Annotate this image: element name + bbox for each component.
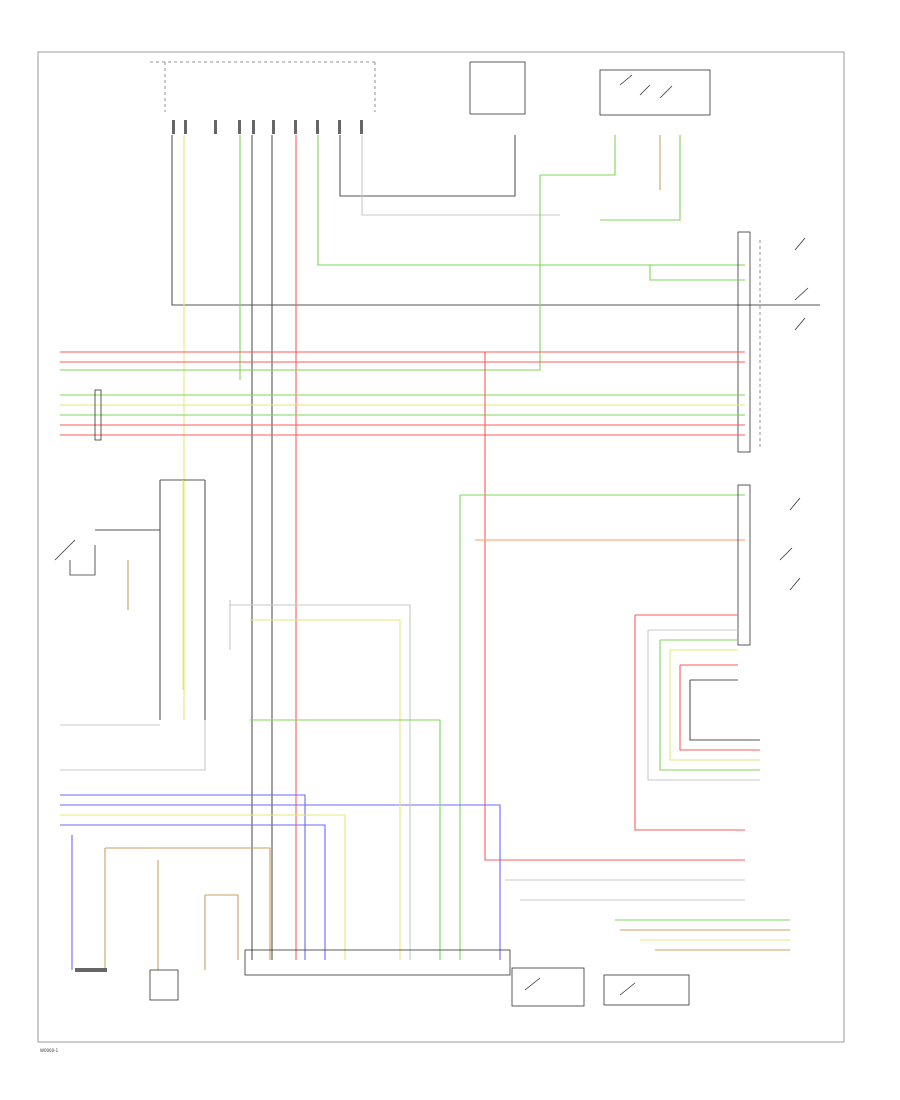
switch-contacts-right-middle: [779, 497, 801, 591]
connector-right-middle: [737, 484, 751, 646]
lower-module-connector: [244, 949, 511, 976]
wire-gray-left-lower-b: [60, 720, 206, 771]
wire-black-fan: [689, 679, 760, 741]
switch-contacts-top-right: [619, 74, 673, 99]
wire-green-center: [250, 719, 441, 960]
wire-black-relay-loop: [339, 135, 516, 197]
switch-left-manual: [54, 539, 96, 576]
relay-box-lower-right: [603, 974, 690, 1006]
connector-right-upper: [737, 231, 751, 453]
connector-lower-left: [75, 968, 107, 972]
connector-outline-top: [150, 61, 376, 112]
switch-box-lower-center: [511, 967, 585, 1007]
wire-yellow-fan: [669, 649, 760, 761]
component-box-lower-left: [149, 969, 179, 1001]
wire-green-to-switch: [317, 135, 745, 266]
wire-yellow-center: [250, 619, 401, 960]
wire-red-fan: [634, 614, 745, 831]
wire-green-horizontal-a: [60, 175, 541, 371]
wire-gray-upper: [361, 135, 560, 216]
wire-blue-bundle-3: [60, 824, 326, 960]
wire-yellow-bundle-1: [60, 814, 346, 960]
wire-red-long-drop: [484, 352, 745, 861]
wire-brown-small-loop: [204, 894, 239, 970]
wire-brown-lower: [105, 847, 271, 960]
connector-left-bus: [94, 389, 102, 441]
wire-green-fan: [659, 639, 760, 771]
corner-label: W0000-1: [40, 1048, 59, 1053]
wire-red-fan-b: [679, 664, 760, 751]
switch-contacts-right-upper: [794, 237, 809, 331]
switch-box-top-right: [599, 69, 711, 116]
wire-blue-bundle-1: [60, 794, 306, 960]
switch-contact-lower-center: [524, 977, 541, 991]
wire-black-ground-bus: [171, 135, 820, 306]
wire-gray-fan: [647, 629, 760, 781]
diagram-frame: [37, 51, 845, 1043]
wire-green-switch-b: [649, 265, 745, 281]
wire-blue-bundle-2: [60, 804, 501, 960]
relay-box-top: [469, 61, 526, 115]
wire-green-right-short: [600, 135, 681, 221]
top-module-pins: [172, 120, 363, 134]
wire-gray-center-a: [230, 604, 411, 960]
wire-green-upper-right: [540, 135, 616, 176]
relay-contact-lower-right: [619, 982, 636, 996]
